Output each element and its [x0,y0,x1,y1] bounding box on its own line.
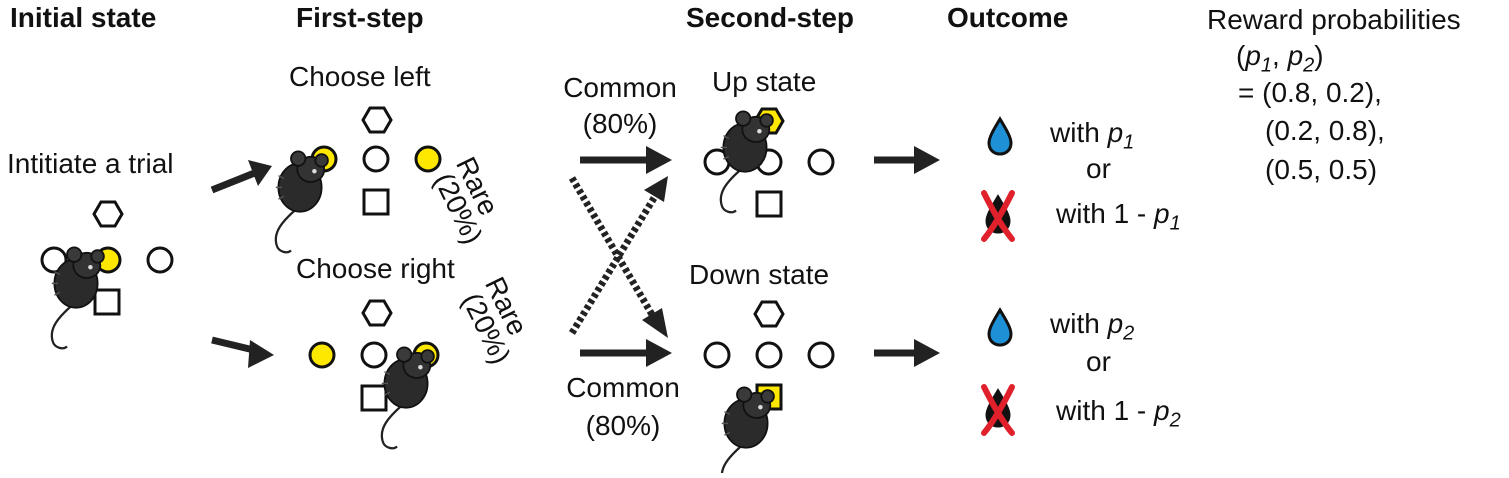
subscript-1: 1 [1260,54,1273,77]
mouse-icon [274,150,330,254]
with-1-minus-p2-text: with 1 - p2 [1056,395,1181,437]
choose-left-label: Choose left [289,61,431,92]
initial-to-first-arrows [210,160,274,368]
or-text-bottom: or [1086,346,1111,377]
right-port-lit [414,145,442,173]
square-port [360,384,388,412]
no-reward-icon [984,193,1012,239]
square-port [755,190,783,218]
header-outcome: Outcome [947,2,1069,33]
subscript-2: 2 [1303,54,1315,77]
common-arrow-down [580,339,672,367]
up-state-ports [703,107,835,218]
initiate-trial-label: Intitiate a trial [7,148,174,179]
left-port [703,341,731,369]
right-port [146,246,174,274]
left-port-lit [308,341,336,369]
header-initial-state: Initial state [10,2,157,33]
p-symbol: p [1154,395,1170,426]
rare-arrow-up [569,176,668,335]
square-port [362,188,390,216]
subscript-1: 1 [1169,212,1181,235]
hexagon-port [361,106,393,134]
mouse-icon [720,386,776,478]
subscript-2: 2 [1169,409,1181,432]
with-one-minus: with 1 - [1056,395,1147,426]
common-label-bottom: Common [566,372,680,403]
paren-close: ) [1314,40,1324,71]
choose-right-ports [308,299,440,450]
p-symbol: p [1154,198,1170,229]
hexagon-port [92,200,124,228]
common-label-top: Common [563,72,677,103]
common-pct-top: (80%) [582,108,658,139]
center-port [362,145,390,173]
p-symbol: p [1107,308,1124,339]
reward-row-2: (0.2, 0.8), [1265,115,1385,146]
outcome-arrows [874,146,940,367]
subscript-2: 2 [1123,322,1135,345]
paren-open: ( [1236,40,1246,71]
p-symbol: p [1245,40,1261,71]
hexagon-port [753,300,785,328]
with-word: with [1050,117,1100,148]
down-state-ports [703,300,835,478]
common-pct-bottom: (80%) [585,410,661,441]
right-port [807,148,835,176]
up-state-label: Up state [712,66,817,97]
water-drop-icon [987,308,1013,347]
header-first-step: First-step [296,2,424,33]
pair-separator: , [1272,40,1288,71]
rare-arrow-down [568,176,668,338]
with-one-minus: with 1 - [1056,198,1147,229]
p-symbol: p [1287,40,1304,71]
with-p1-text: with p1 [1050,117,1134,159]
right-port [807,341,835,369]
subscript-1: 1 [1123,131,1135,154]
choose-right-label: Choose right [296,253,455,284]
with-p2-text: with p2 [1050,308,1134,350]
square-port [93,288,121,316]
center-port [755,341,783,369]
initial-ports [40,200,174,350]
hexagon-port [361,299,393,327]
down-state-label: Down state [689,259,830,290]
reward-row-1: = (0.8, 0.2), [1238,77,1382,108]
or-text-top: or [1086,153,1111,184]
p-symbol: p [1107,117,1124,148]
mouse-icon [380,346,436,450]
choose-left-ports [274,106,442,254]
header-second-step: Second-step [686,2,855,33]
with-word: with [1050,308,1100,339]
center-port [360,341,388,369]
common-arrow-up [580,146,672,174]
no-reward-icon [984,387,1012,433]
water-drop-icon [987,117,1013,156]
reward-pair: (p1, p2) [1236,40,1324,82]
reward-title: Reward probabilities [1207,4,1461,35]
reward-row-3: (0.5, 0.5) [1265,154,1378,185]
with-1-minus-p1-text: with 1 - p1 [1056,198,1181,240]
